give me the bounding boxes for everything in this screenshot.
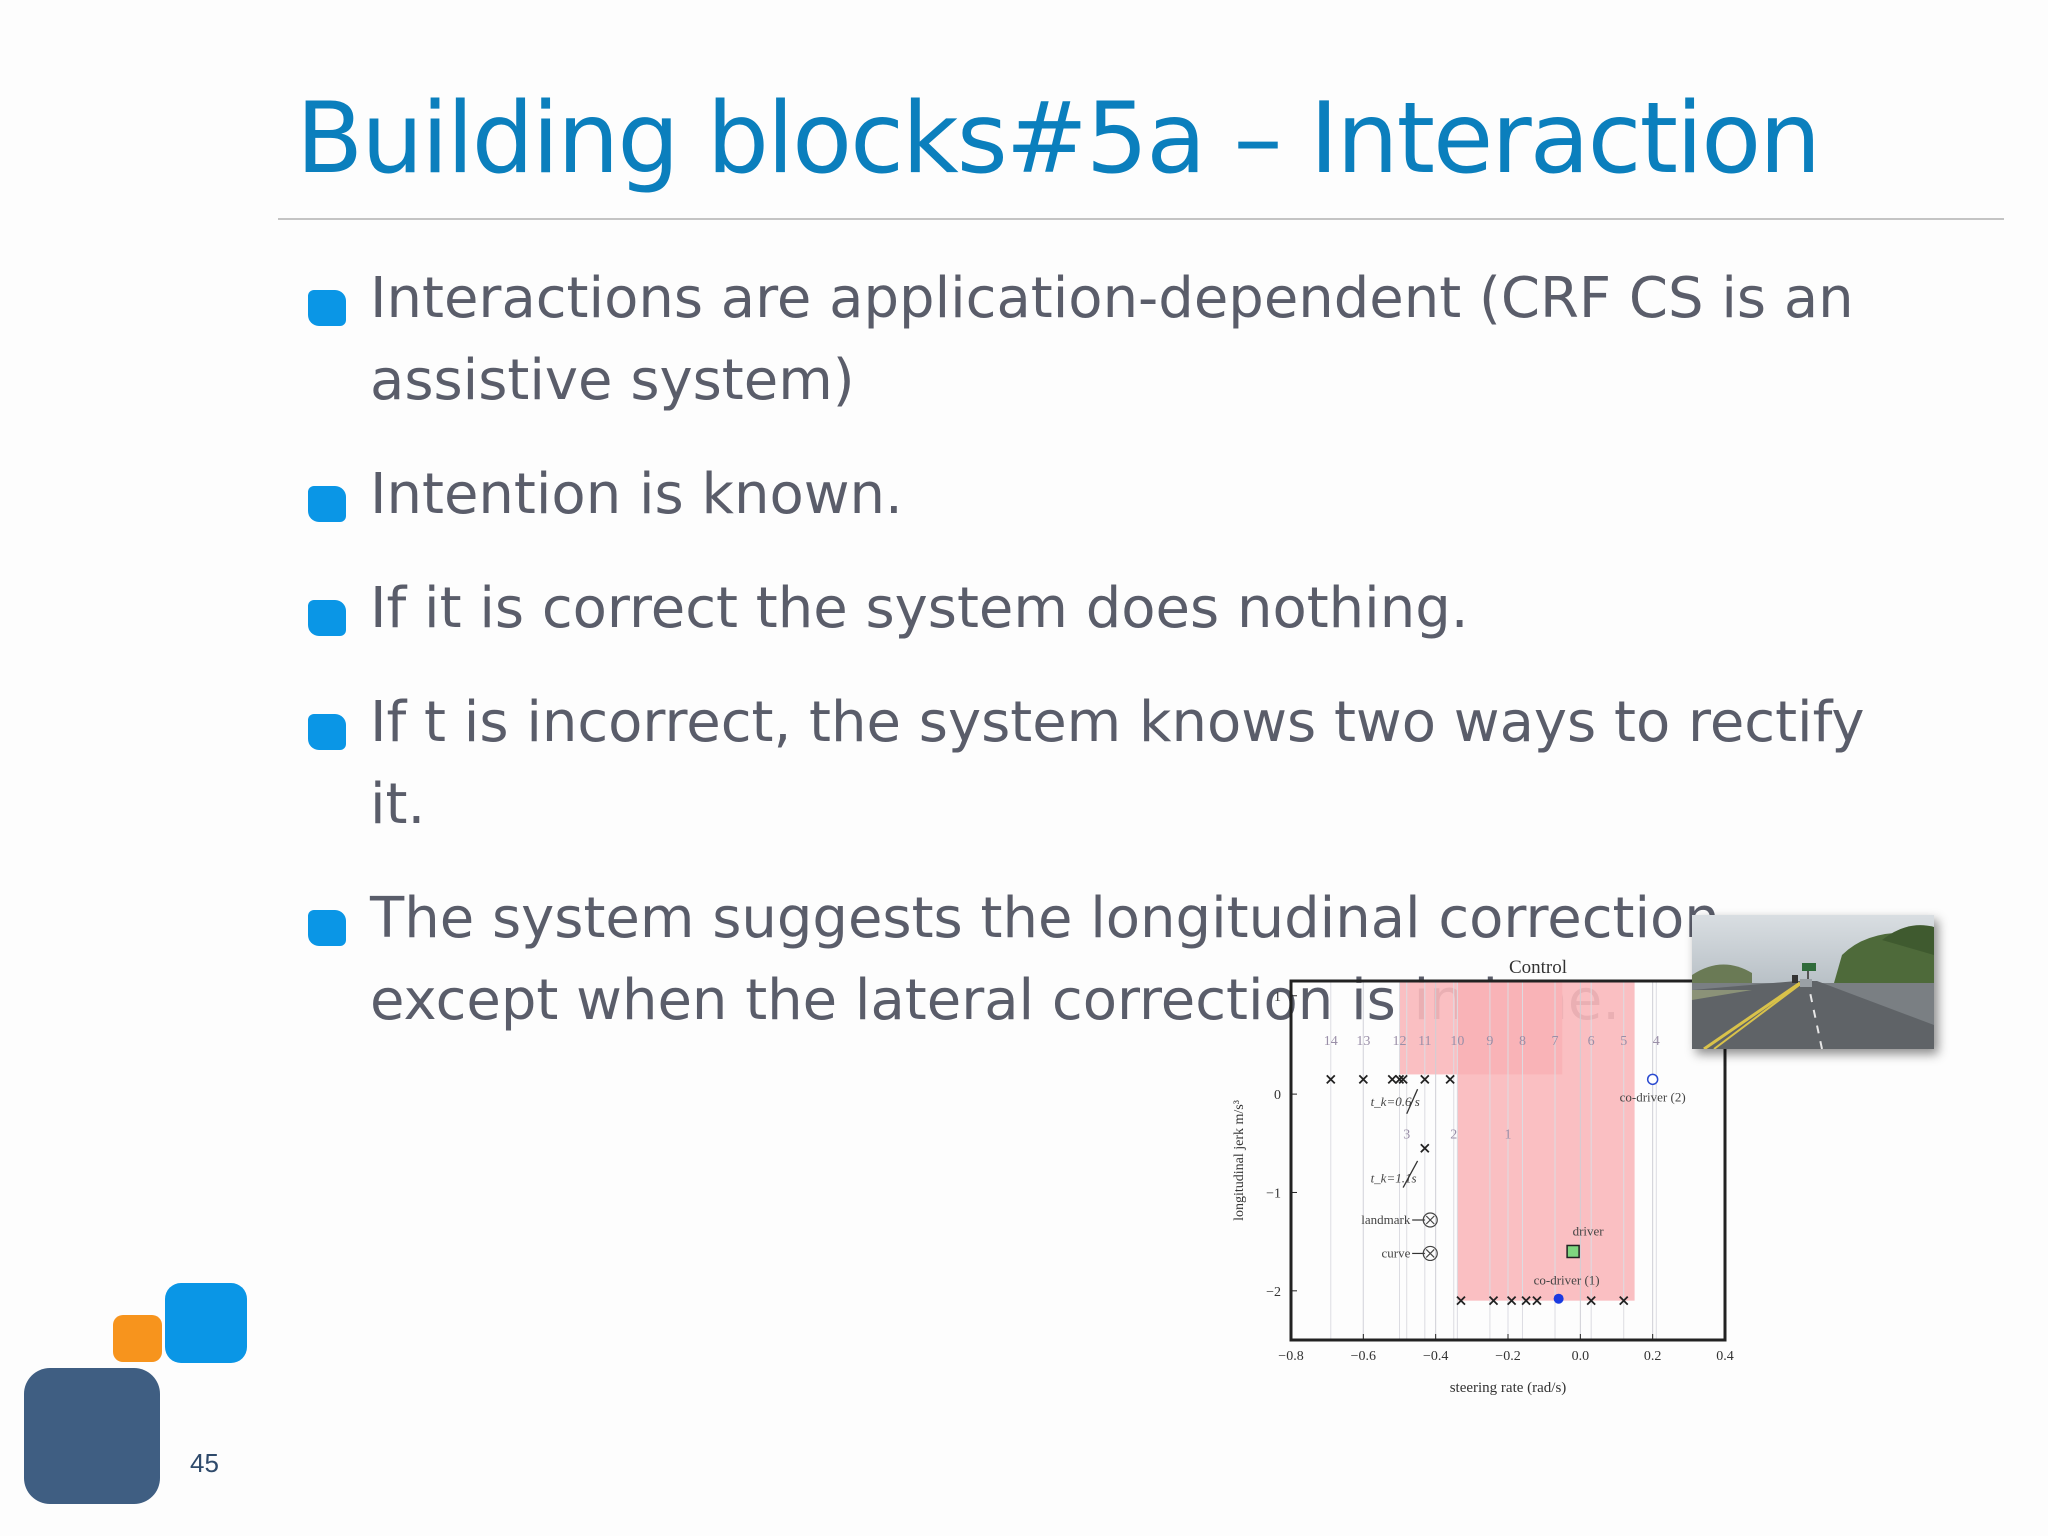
- chart-title: Control: [1509, 957, 1567, 978]
- logo-orange-square: [113, 1315, 162, 1362]
- candidate-label-2: 2: [1450, 1127, 1457, 1142]
- annotation-tk-1.1: t_k=1.1s: [1371, 1171, 1417, 1186]
- candidate-label-8: 8: [1519, 1034, 1526, 1049]
- marker-driver: [1566, 1244, 1580, 1259]
- candidate-label-12: 12: [1393, 1034, 1407, 1049]
- candidate-label-11: 11: [1418, 1034, 1431, 1049]
- candidate-labels: 14 13 12 11 10 9 8 7 6 5 4 3 2 1: [1324, 1034, 1660, 1142]
- x-tick-label: 0.0: [1572, 1349, 1590, 1364]
- y-tick-label: −2: [1266, 1285, 1281, 1300]
- feasible-regions: [1399, 981, 1635, 1301]
- candidate-point: [1326, 1074, 1336, 1084]
- candidate-point: [1521, 1296, 1531, 1306]
- label-co-driver-1: co-driver (1): [1534, 1273, 1600, 1288]
- x-tick-labels: −0.8 −0.6 −0.4 −0.2 0.0 0.2 0.4: [1278, 1334, 1734, 1364]
- bullet-item: If t is incorrect, the system knows two …: [308, 682, 1928, 846]
- label-driver: driver: [1573, 1223, 1605, 1238]
- bullet-square-icon: [308, 290, 346, 326]
- candidate-point: [1506, 1296, 1517, 1306]
- bullet-item: Intention is known.: [308, 454, 1928, 536]
- candidate-point: [1456, 1296, 1466, 1306]
- legend-marker-landmark: [1422, 1212, 1438, 1228]
- annotation-arrow: [1402, 1160, 1419, 1188]
- y-axis-label: longitudinal jerk m/s³: [1232, 1100, 1247, 1221]
- legend-marker-cross: [1425, 1215, 1435, 1225]
- x-axis-label: steering rate (rad/s): [1450, 1380, 1567, 1396]
- page-number: 45: [190, 1448, 219, 1478]
- bullet-square-icon: [308, 600, 346, 636]
- grid-lines: [1330, 981, 1657, 1340]
- candidate-point: [1488, 1296, 1499, 1306]
- x-tick-label: −0.2: [1495, 1349, 1520, 1364]
- legend-marker-curve: [1422, 1245, 1438, 1262]
- annotations: t_k=0.6 s t_k=1.1s landmark curve: [1361, 1088, 1438, 1262]
- bullet-square-icon: [308, 714, 346, 750]
- logo-blue-square: [165, 1283, 247, 1363]
- candidate-label-4: 4: [1653, 1034, 1660, 1049]
- x-tick-label: 0.2: [1644, 1349, 1662, 1364]
- bullet-item: If it is correct the system does nothing…: [308, 568, 1928, 650]
- candidate-point: [1586, 1296, 1596, 1306]
- candidate-label-6: 6: [1588, 1034, 1595, 1049]
- candidate-point: [1398, 1074, 1408, 1084]
- candidate-point: [1387, 1074, 1397, 1084]
- x-tick-label: −0.8: [1278, 1349, 1303, 1364]
- marker-co-driver-2: [1646, 1073, 1659, 1086]
- candidate-label-9: 9: [1486, 1034, 1493, 1049]
- y-tick-label: 0: [1274, 1088, 1281, 1103]
- candidate-point: [1358, 1074, 1368, 1084]
- bullet-text: Intention is known.: [370, 462, 903, 527]
- label-co-driver-2: co-driver (2): [1620, 1089, 1686, 1104]
- logo-navy-square: [24, 1368, 160, 1504]
- marker-co-driver-1: [1553, 1293, 1564, 1304]
- region-light-2: [1457, 981, 1635, 1301]
- road-photo: [1692, 915, 1934, 1049]
- bullet-item: Interactions are application-dependent (…: [308, 258, 1928, 422]
- annotation-tk-0.6: t_k=0.6 s: [1371, 1094, 1420, 1109]
- candidate-point: [1420, 1143, 1430, 1153]
- x-tick-label: 0.4: [1716, 1349, 1734, 1364]
- named-points: co-driver (2) driver co-driver (1): [1534, 1073, 1686, 1304]
- candidate-label-5: 5: [1620, 1034, 1627, 1049]
- road-photo-image: [1692, 915, 1934, 1049]
- legend-label-landmark: landmark: [1361, 1212, 1411, 1227]
- bullet-square-icon: [308, 910, 346, 946]
- candidate-point: [1394, 1074, 1405, 1084]
- y-tick-label: 1: [1274, 990, 1281, 1005]
- y-tick-labels: 1 0 −1 −2: [1266, 990, 1297, 1300]
- bullet-text: If it is correct the system does nothing…: [370, 576, 1469, 641]
- slide-title: Building blocks#5a – Interaction: [296, 82, 1821, 196]
- candidate-label-14: 14: [1324, 1034, 1338, 1049]
- candidate-point: [1532, 1296, 1542, 1306]
- title-divider: [278, 218, 2004, 220]
- candidate-label-1: 1: [1505, 1127, 1512, 1142]
- candidate-point: [1445, 1074, 1455, 1084]
- legend-marker-cross: [1425, 1249, 1435, 1258]
- candidate-points: [1326, 1074, 1629, 1306]
- y-tick-label: −1: [1266, 1186, 1281, 1201]
- candidate-label-3: 3: [1403, 1127, 1410, 1142]
- candidate-point: [1420, 1074, 1430, 1084]
- bullet-text: If t is incorrect, the system knows two …: [370, 690, 1865, 837]
- x-tick-label: −0.6: [1351, 1349, 1376, 1364]
- candidate-label-13: 13: [1356, 1034, 1370, 1049]
- bullet-text: Interactions are application-dependent (…: [370, 266, 1854, 413]
- candidate-label-10: 10: [1450, 1034, 1464, 1049]
- x-tick-label: −0.4: [1423, 1349, 1448, 1364]
- bullet-square-icon: [308, 486, 346, 522]
- annotation-arrow: [1406, 1088, 1419, 1115]
- candidate-point: [1619, 1296, 1629, 1306]
- legend-label-curve: curve: [1381, 1245, 1410, 1260]
- candidate-label-7: 7: [1552, 1034, 1559, 1049]
